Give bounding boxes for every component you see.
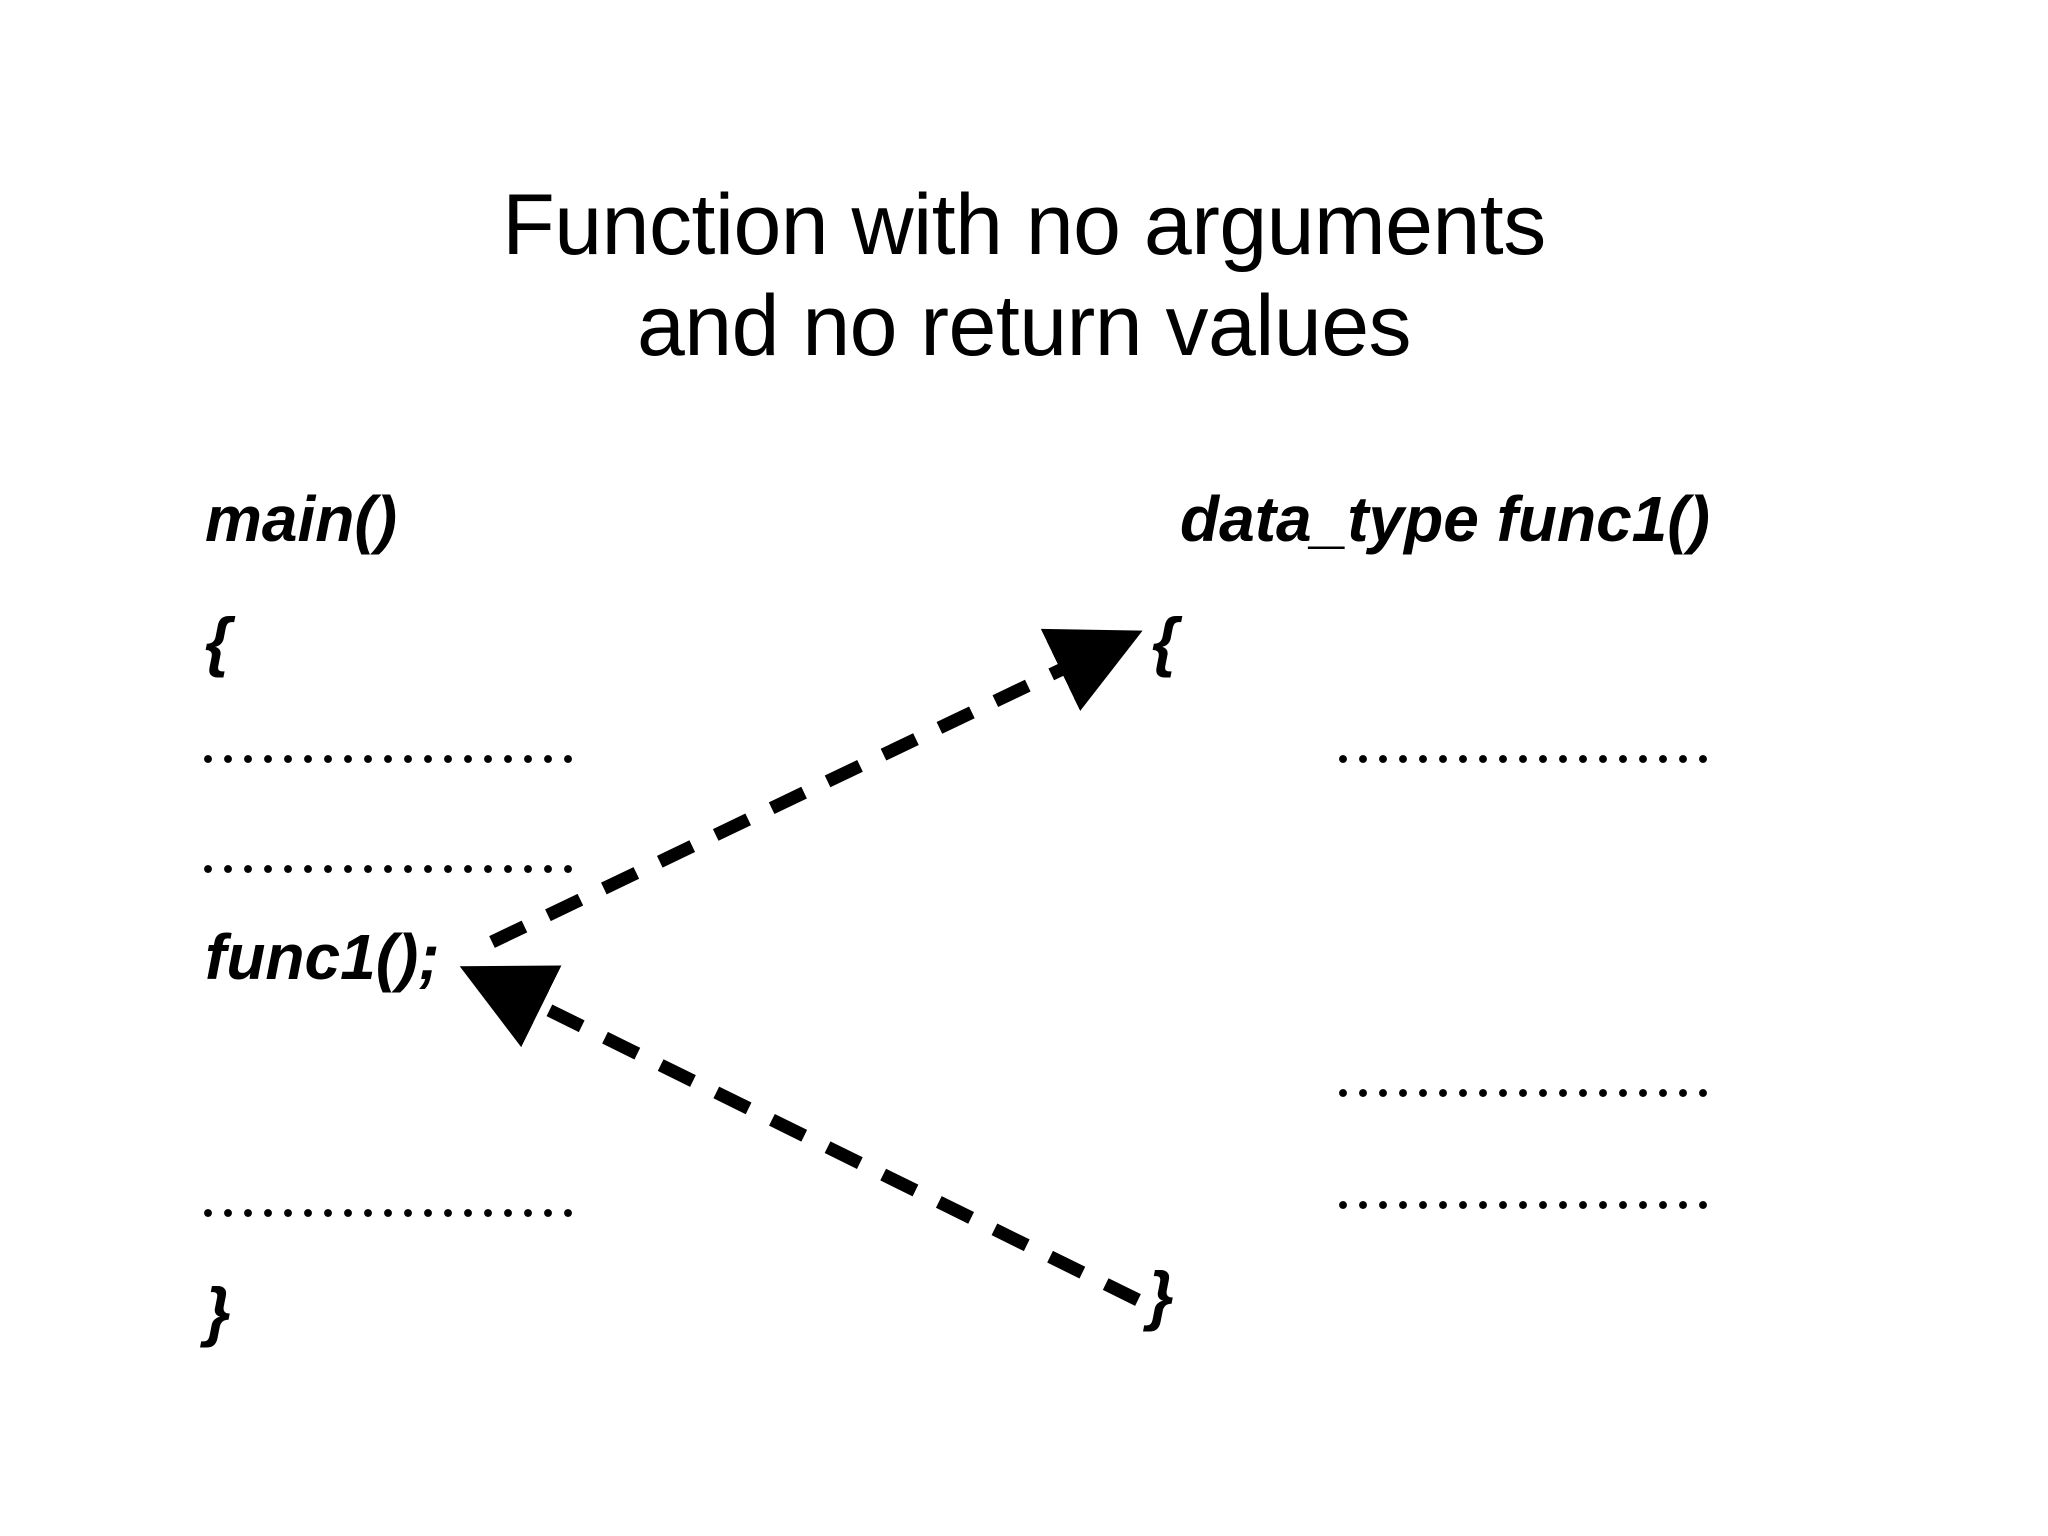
caller-open-brace: {	[205, 604, 231, 678]
caller-signature: main()	[205, 483, 397, 555]
caller-call-statement: func1();	[205, 921, 440, 993]
page-title: Function with no arguments and no return…	[0, 175, 2048, 378]
callee-open-brace: {	[1152, 604, 1178, 678]
call-arrow	[489, 628, 1143, 948]
callee-elided-line-2	[1338, 1086, 1708, 1100]
caller-elided-line-3	[203, 1206, 578, 1220]
caller-elided-line-2	[203, 862, 578, 876]
callee-signature: data_type func1()	[1180, 483, 1710, 555]
callee-close-brace: }	[1148, 1258, 1174, 1332]
caller-elided-line-1	[203, 752, 578, 766]
title-line-2: and no return values	[636, 278, 1412, 375]
title-line-1: Function with no arguments	[502, 177, 1546, 273]
callee-elided-line-3	[1338, 1198, 1708, 1212]
return-arrow	[459, 965, 1141, 1306]
caller-close-brace: }	[205, 1274, 231, 1348]
callee-elided-line-1	[1338, 752, 1708, 766]
